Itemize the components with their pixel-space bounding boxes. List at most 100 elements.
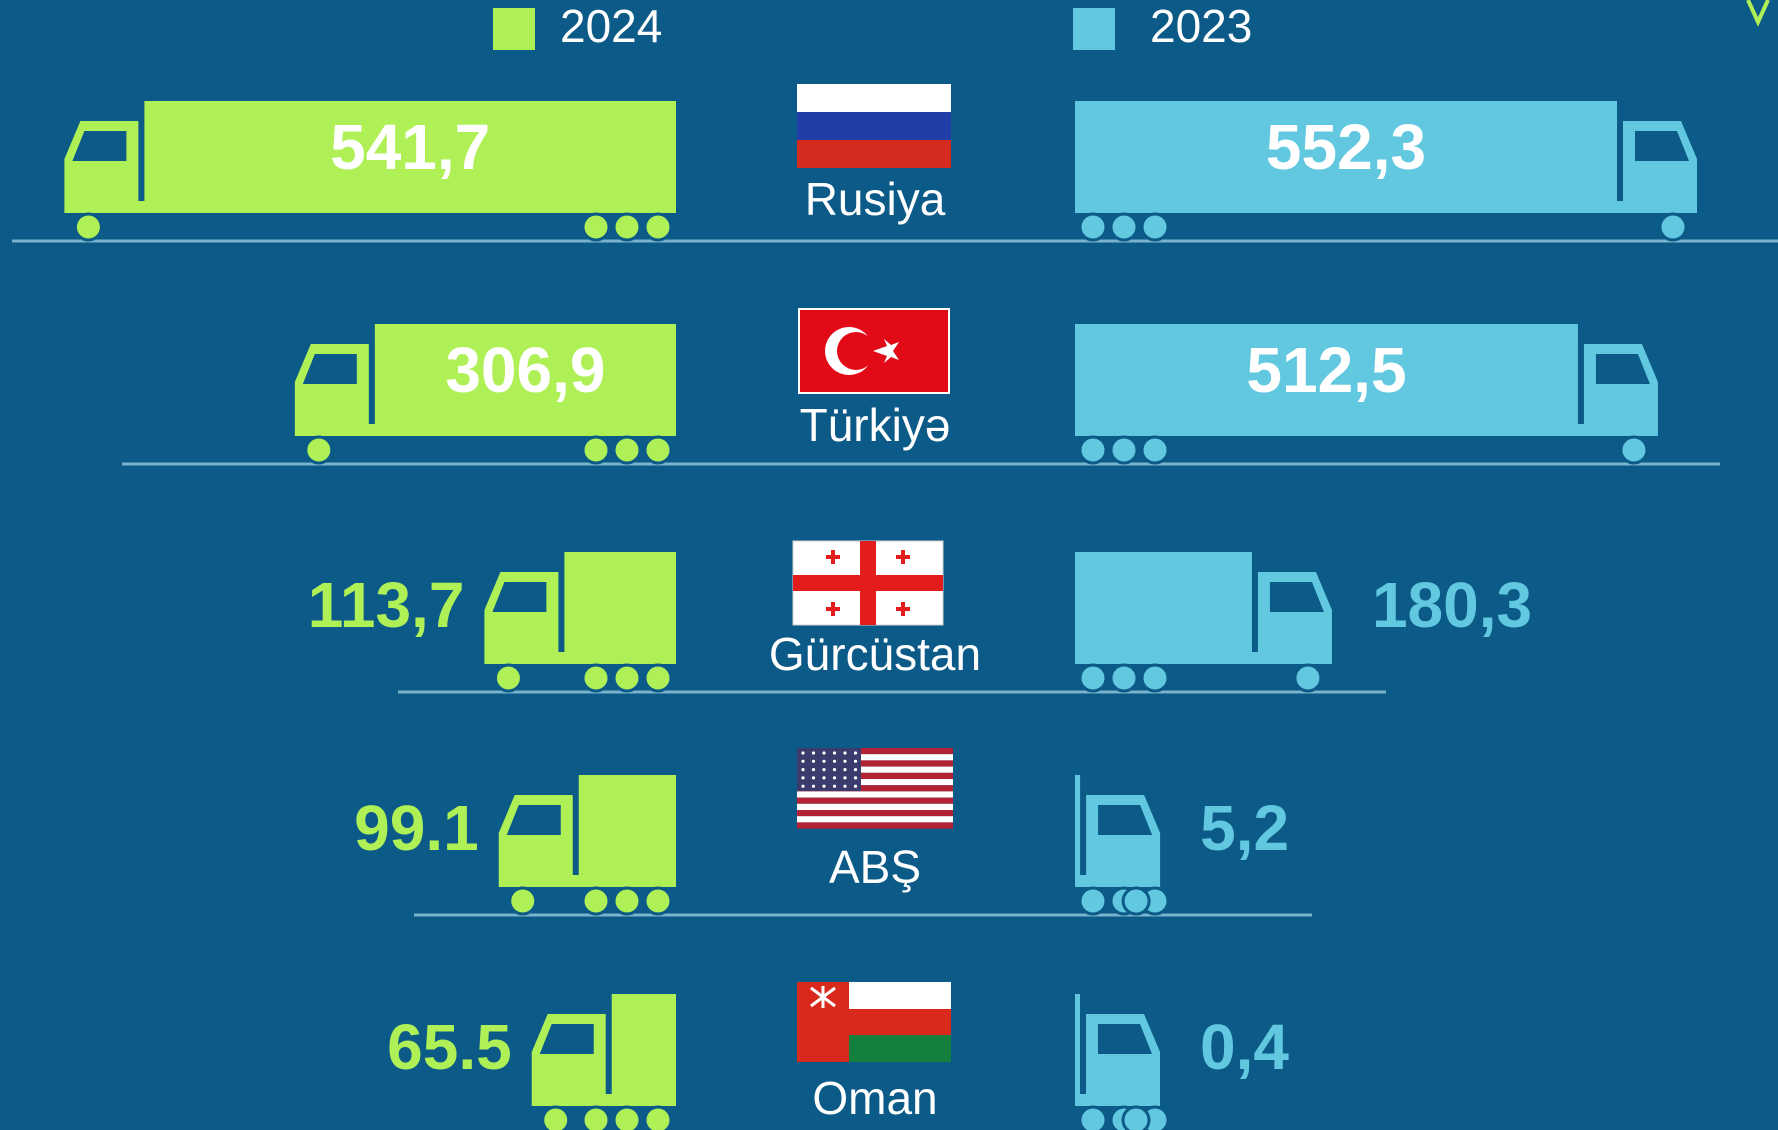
flag-star: [832, 784, 837, 788]
bar-2023: [1075, 101, 1697, 242]
flag-star: [853, 759, 858, 763]
rear-wheel: [612, 212, 642, 242]
flag-star: [801, 751, 805, 755]
turkey-flag-icon: [798, 308, 950, 394]
cargo-box: [1075, 324, 1578, 429]
rear-wheel: [581, 435, 611, 465]
rear-wheel: [581, 1105, 611, 1130]
flag-stripe: [849, 982, 951, 1009]
flag-stripe: [797, 822, 953, 829]
oman-flag-icon: [797, 982, 951, 1062]
front-wheel: [1121, 886, 1151, 916]
chassis: [1075, 424, 1604, 436]
flag-star: [822, 759, 826, 763]
bar-2023: [1075, 775, 1170, 916]
value-label-2023: 0,4: [1200, 1011, 1289, 1083]
value-label-2024: 99.1: [354, 792, 479, 864]
flag-emblem: [810, 986, 836, 1008]
cab-window: [1595, 354, 1650, 384]
russia-flag-icon: [797, 84, 951, 168]
front-wheel: [304, 435, 334, 465]
rear-wheel: [612, 1105, 642, 1130]
flag-star: [843, 759, 847, 763]
rear-wheel: [581, 212, 611, 242]
cargo-box: [1075, 101, 1617, 206]
flag-stripe: [797, 84, 951, 112]
chassis: [348, 424, 676, 436]
flag-stripe: [797, 797, 953, 804]
flag-stripe: [797, 816, 953, 823]
cargo-box: [564, 552, 676, 657]
flag-stripe: [797, 785, 953, 792]
category-label: Gürcüstan: [769, 628, 981, 680]
rear-wheel: [612, 435, 642, 465]
rear-wheel: [1078, 663, 1108, 693]
flag-star: [801, 784, 805, 788]
flag-star: [801, 776, 805, 780]
chassis: [118, 201, 676, 213]
chassis: [1075, 652, 1278, 664]
chassis: [538, 652, 676, 664]
cab-window: [506, 805, 561, 835]
rear-wheel: [612, 886, 642, 916]
value-label-2023: 512,5: [1246, 334, 1406, 406]
rear-wheel: [643, 1105, 673, 1130]
rear-wheel: [1078, 435, 1108, 465]
value-label-2024: 306,9: [445, 334, 605, 406]
flag-star: [843, 751, 847, 755]
flag-star: [843, 768, 847, 772]
bar-2023: [1075, 994, 1170, 1130]
flag-star: [873, 339, 899, 363]
usa-flag-icon: [797, 748, 953, 829]
flag-stripe: [797, 748, 953, 755]
rear-wheel: [1109, 663, 1139, 693]
flag-star: [832, 751, 837, 755]
cargo-box: [374, 324, 676, 429]
flag-star: [811, 784, 816, 788]
front-wheel: [73, 212, 103, 242]
flag-canton: [797, 748, 861, 791]
cab-window: [1635, 131, 1689, 161]
flag-star: [843, 784, 847, 788]
legend-swatch-2024: [493, 8, 535, 50]
cab-window: [492, 582, 547, 612]
rear-wheel: [1078, 1105, 1108, 1130]
flag-star: [853, 776, 858, 780]
rear-wheel: [643, 663, 673, 693]
flag-star: [811, 776, 816, 780]
flag-star: [801, 759, 805, 763]
flag-stripe: [797, 760, 953, 767]
flag-star: [832, 776, 837, 780]
flag-stripe: [849, 1035, 951, 1062]
flag-star: [822, 768, 826, 772]
front-wheel: [1293, 663, 1323, 693]
bar-2024: [294, 324, 676, 465]
rear-wheel: [1140, 663, 1170, 693]
cargo-box: [1075, 552, 1252, 657]
flag-stripe: [797, 772, 953, 779]
front-wheel: [541, 1105, 571, 1130]
flag-small-cross: [831, 550, 835, 564]
flag-star: [832, 759, 837, 763]
chassis: [552, 875, 676, 887]
cargo-box: [611, 994, 676, 1099]
flag-cross: [793, 575, 943, 591]
bar-2023: [1075, 324, 1658, 465]
front-wheel: [1619, 435, 1649, 465]
flag-stripe: [797, 140, 951, 168]
flag-stripe: [797, 810, 953, 817]
flag-stripe: [797, 791, 953, 798]
cab-window: [1269, 582, 1324, 612]
value-label-2024: 541,7: [330, 111, 490, 183]
rear-wheel: [643, 435, 673, 465]
flag-stripe: [797, 803, 953, 810]
cargo-box: [1075, 775, 1081, 880]
rear-wheel: [643, 886, 673, 916]
flag-star: [853, 751, 858, 755]
rear-wheel: [1109, 435, 1139, 465]
rear-wheel: [1109, 212, 1139, 242]
cab-window: [1098, 1024, 1152, 1054]
